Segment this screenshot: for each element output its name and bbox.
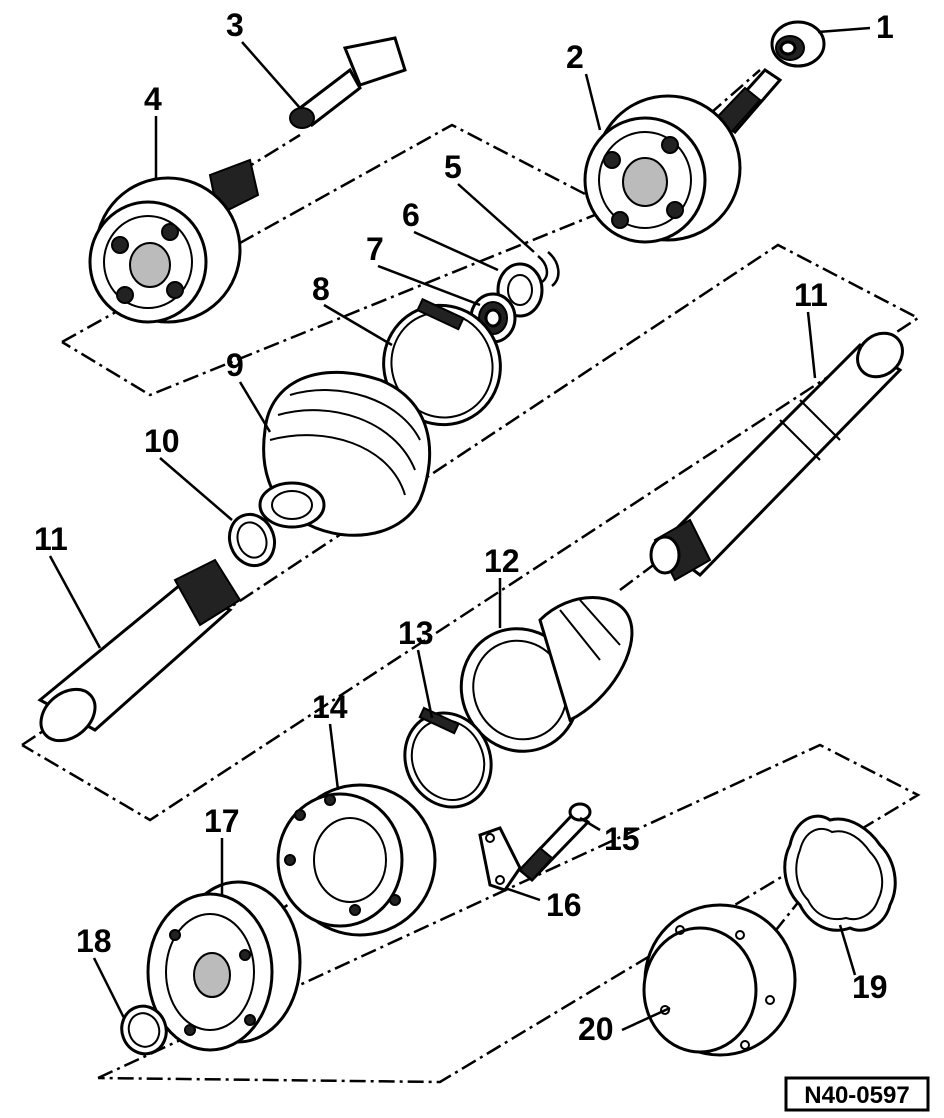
part-18-circlip	[120, 1004, 168, 1056]
label-13: 13	[398, 615, 434, 651]
label-2: 2	[566, 39, 584, 75]
label-3: 3	[226, 7, 244, 43]
shaft-group-outline	[21, 243, 921, 822]
part-3-bolt	[289, 36, 407, 129]
lower-group-outline	[97, 743, 921, 1084]
label-18: 18	[76, 923, 112, 959]
label-14: 14	[312, 689, 348, 725]
part-11-drive-shaft-right	[649, 331, 904, 582]
part-13-hose-clamp	[403, 706, 493, 809]
label-9: 9	[226, 347, 244, 383]
label-6: 6	[402, 197, 420, 233]
group-outlines	[21, 123, 921, 1084]
part-1-nut	[770, 20, 826, 68]
part-19-gasket	[783, 814, 897, 932]
label-1: 1	[876, 9, 894, 45]
label-8: 8	[312, 271, 330, 307]
label-16: 16	[546, 887, 582, 923]
part-12-inner-boot	[459, 596, 634, 753]
part-4-outer-cv-joint	[88, 158, 260, 324]
label-11-right: 11	[794, 277, 828, 313]
reference-code: N40-0597	[804, 1082, 909, 1109]
callout-numbers: 1 2 3 4 5 6 7 8 9 10 11 11 12 13 14 15 1…	[34, 7, 894, 1047]
label-10: 10	[144, 423, 180, 459]
label-19: 19	[852, 969, 888, 1005]
part-10-small-clamp	[227, 512, 277, 568]
reference-code-box: N40-0597	[784, 1076, 930, 1112]
part-14-housing	[276, 783, 437, 937]
part-9-boot	[258, 370, 432, 537]
part-17-inner-cv-joint	[146, 880, 302, 1052]
label-17: 17	[204, 803, 240, 839]
label-4: 4	[144, 81, 162, 117]
part-5-circlip	[537, 251, 560, 287]
label-12: 12	[484, 543, 520, 579]
part-16-retaining-plate	[478, 826, 522, 892]
label-15: 15	[604, 821, 640, 857]
label-5: 5	[444, 149, 462, 185]
label-7: 7	[366, 231, 384, 267]
part-2-outer-cv-joint	[583, 68, 783, 244]
part-15-bolt	[517, 802, 592, 883]
label-11-left: 11	[34, 521, 68, 557]
upper-group-outline	[61, 123, 615, 397]
leader-lines	[48, 26, 871, 1032]
label-20: 20	[578, 1011, 614, 1047]
part-11-drive-shaft-left	[37, 558, 242, 743]
part-20-cover	[642, 903, 797, 1057]
